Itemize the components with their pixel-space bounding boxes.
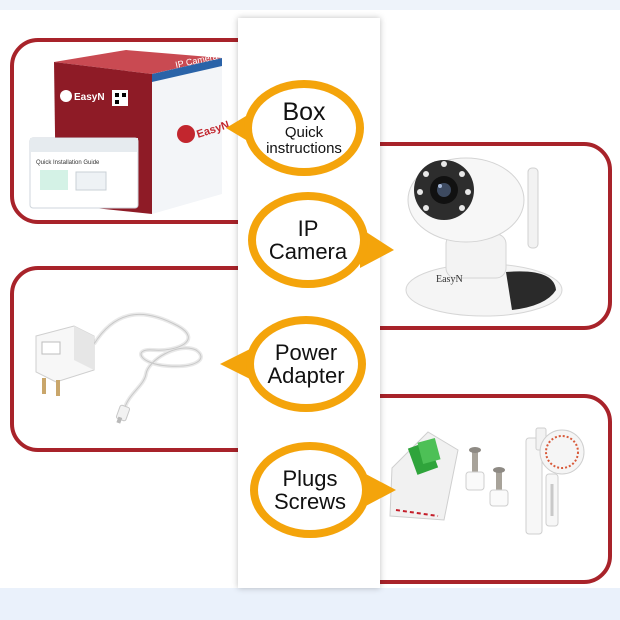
bubble-camera-title-1: IP — [297, 215, 319, 241]
bubble-adapter: Power Adapter — [214, 312, 370, 416]
ip-camera-image: EasyN — [405, 157, 563, 317]
bubble-adapter-shape — [220, 316, 366, 412]
bubble-box-title: Box — [282, 98, 326, 127]
bubble-adapter-title-2: Adapter — [267, 363, 345, 388]
bubble-box-subtitle-1: Quick — [284, 124, 324, 142]
camera-brand-text: EasyN — [436, 274, 463, 285]
bubble-hardware-shape — [250, 442, 396, 538]
bubble-hardware-title-2: Screws — [273, 489, 347, 514]
product-box-image: IP Camera EasyN EasyN Quick Installation… — [29, 50, 231, 214]
guide-label-text: Quick Installation Guide — [36, 160, 100, 166]
box-brand-text: EasyN — [74, 92, 105, 103]
bubble-hardware: Plugs Screws — [246, 438, 402, 542]
bottom-strip — [0, 588, 620, 620]
bubble-box-subtitle-2: instructions — [266, 140, 342, 158]
top-strip — [0, 0, 620, 10]
bubble-hardware-title-1: Plugs — [282, 465, 338, 491]
power-adapter-image — [35, 312, 203, 424]
bubble-box: Box Quick instructions — [212, 76, 368, 180]
bubble-camera-title-2: Camera — [268, 239, 348, 264]
bubble-adapter-title-1: Power — [274, 339, 338, 365]
mounting-hardware-image — [389, 427, 585, 535]
bubble-camera: IP Camera — [244, 188, 400, 292]
bubble-camera-shape — [248, 192, 394, 288]
bubble-box-shape — [226, 80, 364, 176]
